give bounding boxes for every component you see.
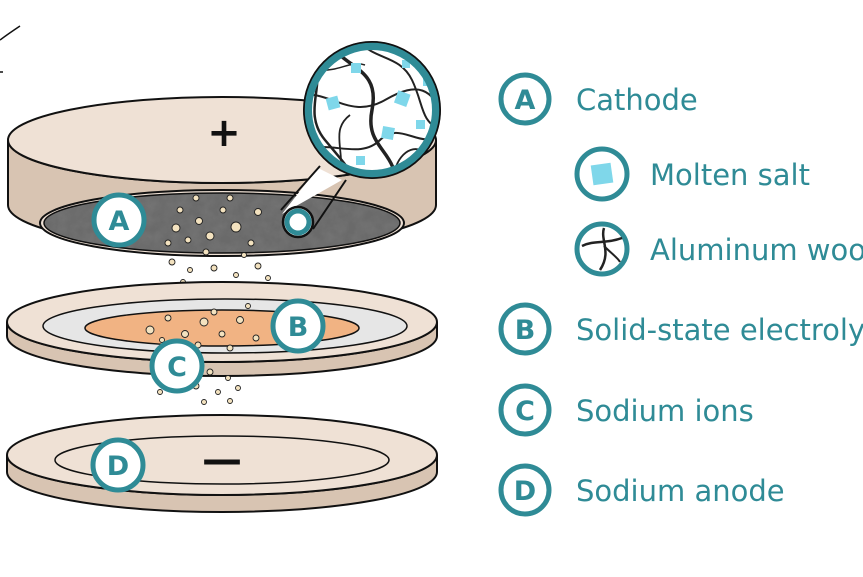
- legend-label: Aluminum wool: [650, 233, 863, 267]
- svg-text:D: D: [107, 451, 129, 482]
- legend: A Cathode Molten salt Aluminum wool B So…: [498, 72, 863, 517]
- legend-label: Solid-state electrolyte: [576, 313, 863, 347]
- badge-a: A: [91, 192, 147, 248]
- sodium-particle: [226, 194, 234, 202]
- badge-d: D: [90, 437, 146, 493]
- badge-b: B: [270, 298, 326, 354]
- sodium-particle: [192, 194, 200, 202]
- sodium-particle: [226, 344, 234, 352]
- sodium-particle: [181, 330, 189, 338]
- sodium-particle: [219, 206, 227, 214]
- svg-text:C: C: [167, 352, 187, 383]
- sodium-particle: [164, 314, 172, 322]
- sodium-particle: [194, 341, 202, 349]
- sodium-particle: [233, 272, 239, 278]
- sodium-particle: [236, 316, 244, 324]
- sodium-particle: [145, 325, 155, 335]
- anode-disc: —: [6, 414, 438, 513]
- sodium-particle: [184, 236, 192, 244]
- sodium-particle: [187, 267, 193, 273]
- legend-item-sodium-ions: C Sodium ions: [498, 383, 754, 437]
- sodium-particle: [252, 334, 260, 342]
- sodium-particle: [171, 223, 181, 233]
- legend-item-electrolyte: B Solid-state electrolyte: [498, 302, 863, 356]
- sodium-particles-electrolyte: [145, 303, 260, 405]
- sodium-particle: [164, 239, 172, 247]
- badge-c: C: [149, 338, 205, 394]
- sodium-particle: [206, 368, 214, 376]
- svg-text:C: C: [515, 396, 535, 427]
- sodium-particle: [227, 398, 233, 404]
- sodium-particle: [235, 385, 241, 391]
- anode-recess: [54, 435, 390, 485]
- cathode-plus-sign: +: [207, 110, 241, 156]
- svg-text:B: B: [288, 312, 309, 343]
- legend-label: Sodium ions: [576, 394, 754, 428]
- legend-item-aluminum-wool: Aluminum wool: [574, 221, 863, 277]
- sodium-particle: [176, 206, 184, 214]
- sodium-particle: [215, 389, 221, 395]
- legend-label: Cathode: [576, 83, 698, 117]
- sodium-particle: [254, 208, 262, 216]
- sodium-particle: [205, 231, 215, 241]
- sodium-particle: [159, 337, 165, 343]
- sodium-particle: [218, 330, 226, 338]
- sodium-particle: [199, 317, 209, 327]
- svg-text:B: B: [515, 315, 536, 346]
- legend-item-cathode: A Cathode: [498, 72, 698, 126]
- legend-label: Molten salt: [650, 158, 810, 192]
- sodium-particle: [202, 248, 210, 256]
- magnifier: [280, 41, 441, 239]
- legend-label: Sodium anode: [576, 474, 785, 508]
- svg-text:D: D: [514, 476, 536, 507]
- sodium-particle: [254, 262, 262, 270]
- sodium-particle: [210, 308, 218, 316]
- sodium-particle: [230, 221, 242, 233]
- svg-text:A: A: [515, 85, 536, 116]
- svg-text:A: A: [109, 206, 130, 237]
- sodium-particle: [195, 217, 203, 225]
- sodium-particle: [247, 239, 255, 247]
- sodium-particle: [157, 389, 163, 395]
- edge-stroke: [0, 25, 21, 41]
- legend-item-molten-salt: Molten salt: [574, 146, 810, 202]
- sodium-particle: [210, 264, 218, 272]
- sodium-particle: [225, 375, 231, 381]
- sodium-particle: [245, 303, 251, 309]
- sodium-particle: [265, 275, 271, 281]
- legend-item-sodium-anode: D Sodium anode: [498, 463, 785, 517]
- sodium-particle: [241, 252, 247, 258]
- anode-minus-sign: —: [202, 437, 242, 483]
- sodium-particle: [168, 258, 176, 266]
- aluminum-wool-icon: [574, 221, 630, 277]
- electrolyte-disc: [6, 281, 438, 377]
- sodium-particle: [201, 399, 207, 405]
